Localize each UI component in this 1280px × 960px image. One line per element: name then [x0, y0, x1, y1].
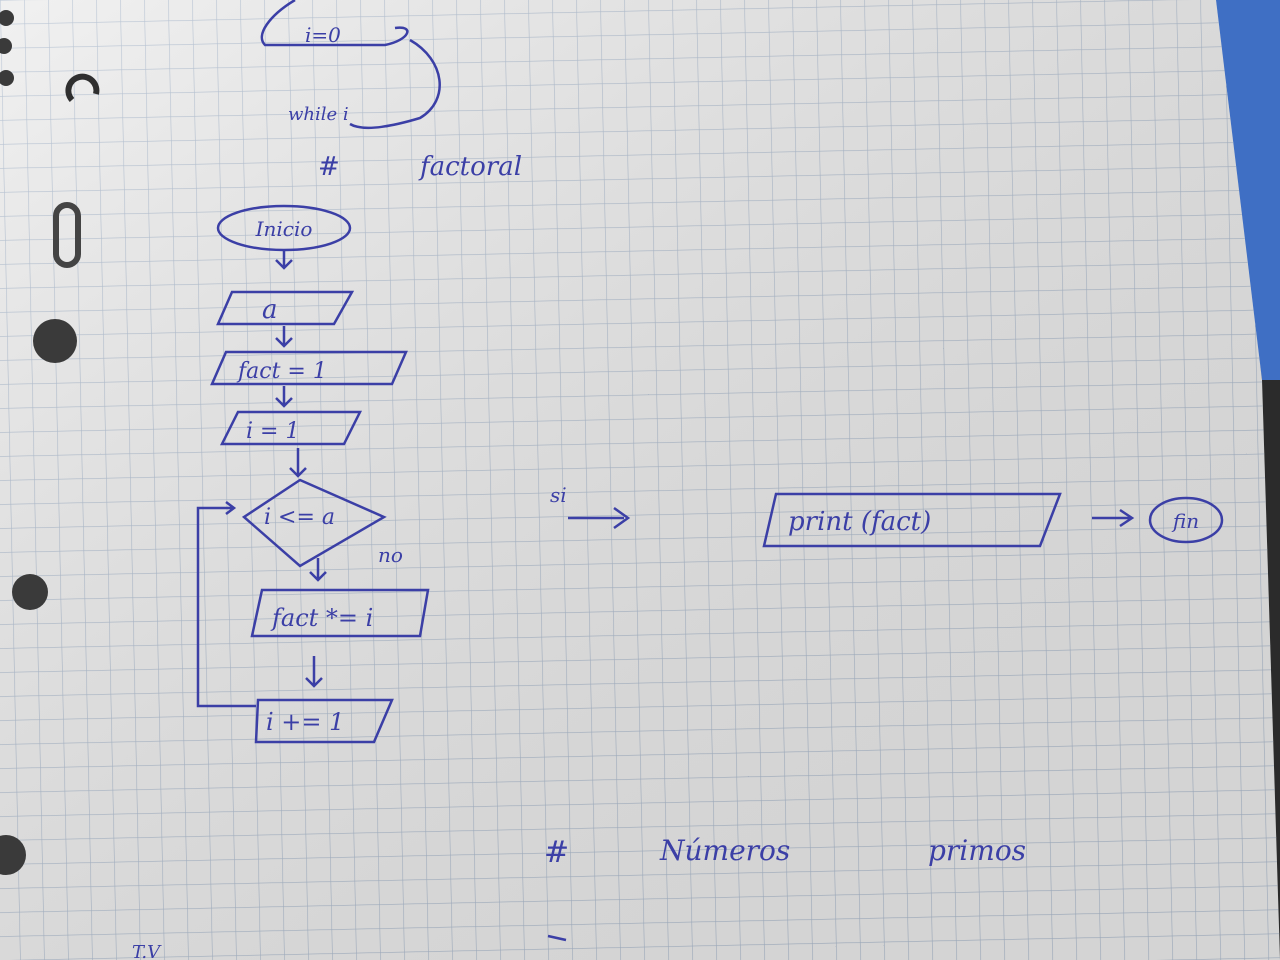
condition-diamond	[241, 478, 387, 568]
multiply-box	[250, 588, 430, 638]
factorial-heading: # factoral	[318, 152, 522, 182]
fact-init-box	[210, 350, 408, 386]
yes-arrow	[568, 506, 631, 530]
print-to-end-arrow	[1092, 508, 1135, 528]
binder-holes	[0, 10, 100, 875]
primes-hash: #	[544, 835, 569, 870]
primes-title-1: Números	[659, 834, 790, 867]
print-box	[762, 492, 1062, 548]
flow-arrow	[289, 448, 307, 478]
factorial-title: factoral	[418, 152, 522, 182]
flow-arrow	[275, 250, 293, 270]
condition-label: i <= a	[264, 505, 335, 530]
flow-arrow	[275, 326, 293, 348]
multiply-label: fact *= i	[270, 604, 373, 632]
while-label: while i	[288, 104, 349, 125]
primes-title-2: primos	[928, 834, 1026, 867]
fact-init-label: fact = 1	[236, 359, 327, 384]
increment-box	[254, 698, 394, 744]
end-terminal	[1148, 496, 1224, 544]
input-label: a	[262, 295, 278, 325]
init-label: i=0	[305, 23, 341, 47]
no-label: no	[378, 543, 403, 567]
factorial-flowchart	[196, 204, 1224, 744]
primes-heading: # Números primos	[544, 834, 1026, 870]
i-init-label: i = 1	[246, 419, 299, 444]
flowchart-labels: Inicio a fact = 1 i = 1 i <= a si no fac…	[236, 217, 1199, 736]
print-label: print (fact)	[788, 507, 931, 537]
factorial-hash: #	[318, 152, 340, 182]
top-notes: i=0 while i	[260, 0, 441, 130]
flow-arrow	[305, 656, 323, 688]
yes-label: si	[550, 483, 567, 507]
end-label: fin	[1171, 509, 1199, 533]
ink-dash	[547, 934, 567, 942]
flow-arrow	[275, 386, 293, 408]
start-label: Inicio	[255, 217, 313, 241]
input-parallelogram	[216, 290, 355, 326]
increment-label: i += 1	[266, 708, 344, 736]
loop-back-arrow	[196, 501, 256, 708]
i-init-box	[219, 410, 363, 446]
flow-arrow-no	[309, 558, 327, 582]
bottom-fragment: T.V	[132, 942, 162, 960]
